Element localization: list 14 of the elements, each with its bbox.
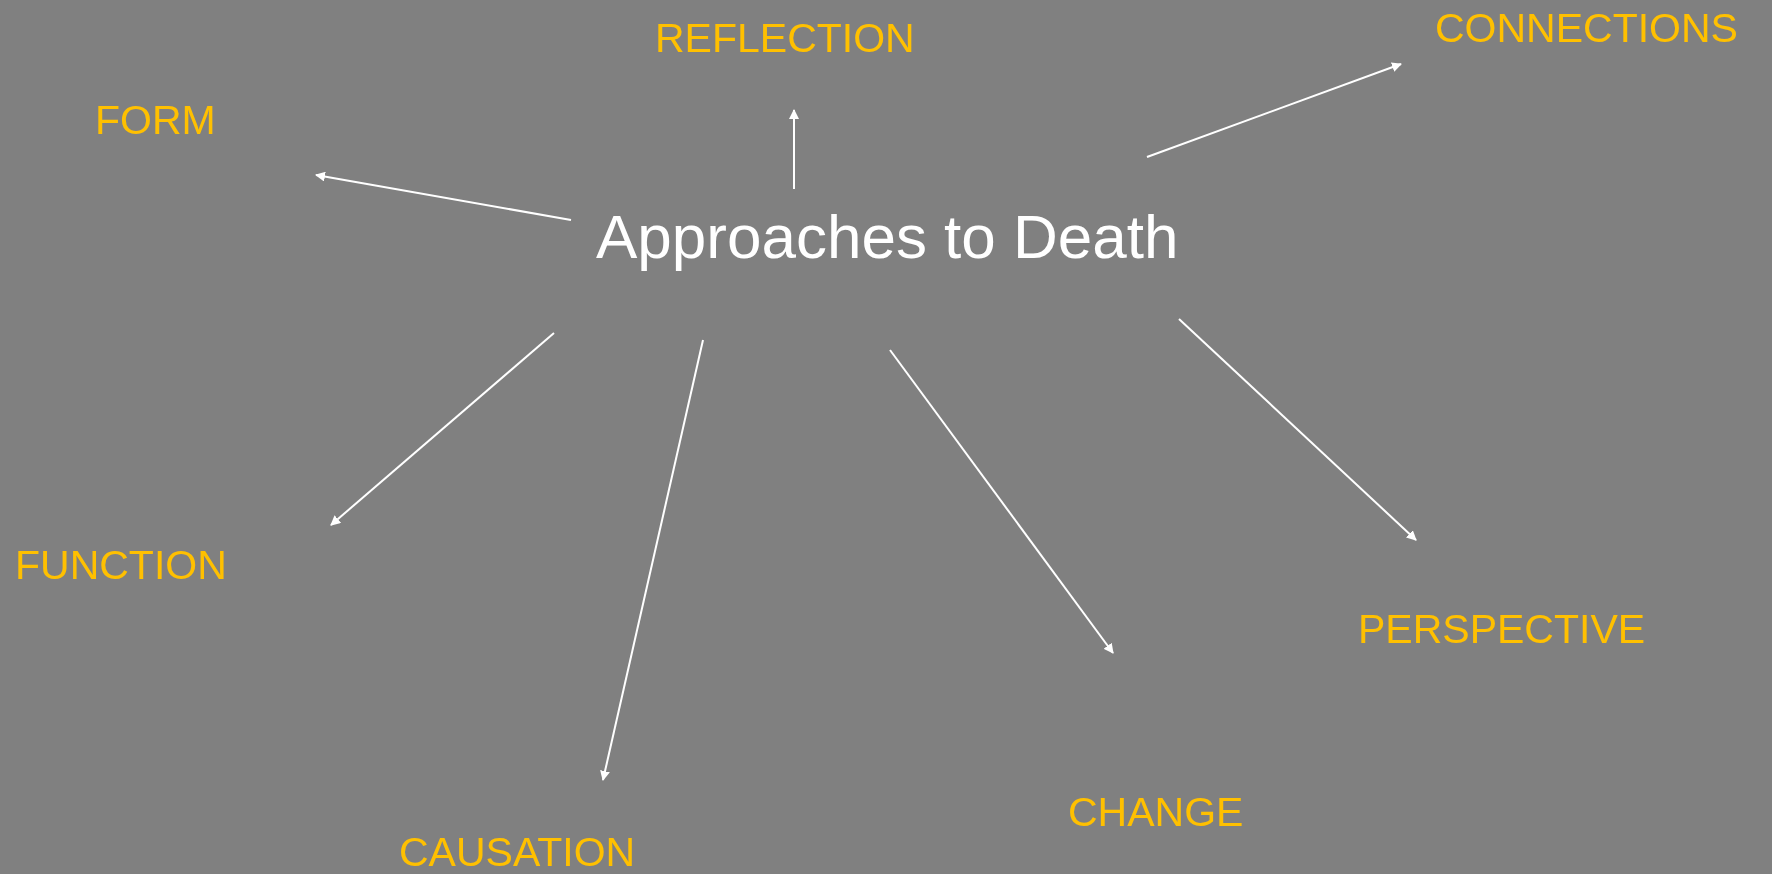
topic-label: CONNECTIONS [1435, 8, 1738, 49]
arrow [789, 109, 799, 190]
topic-label: FUNCTION [15, 545, 227, 586]
arrow [1178, 318, 1417, 541]
arrow [330, 332, 555, 526]
arrow [1146, 62, 1402, 158]
topic-label: CHANGE [1068, 792, 1244, 833]
topic-label: PERSPECTIVE [1358, 609, 1646, 650]
arrow [889, 349, 1114, 654]
topic-label: REFLECTION [655, 18, 915, 59]
topic-label: CAUSATION [399, 832, 636, 873]
arrow [600, 339, 704, 781]
topic-label: FORM [95, 100, 216, 141]
arrow [315, 171, 572, 221]
